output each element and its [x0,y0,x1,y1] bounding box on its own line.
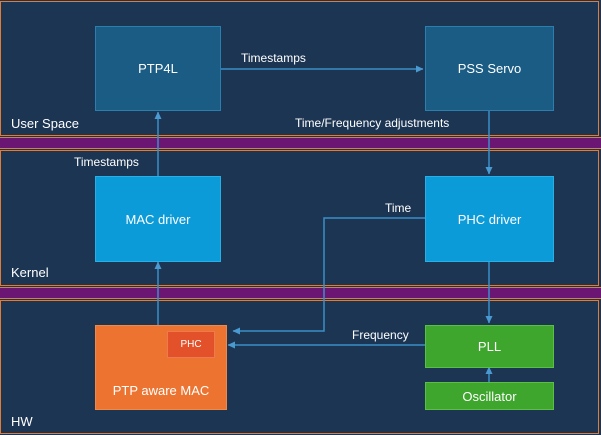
mac-driver-label: MAC driver [125,211,191,227]
phc-driver-label: PHC driver [457,211,522,227]
pll-label: PLL [477,339,502,354]
oscillator-box: Oscillator [425,382,554,410]
hw-label: HW [11,414,33,429]
kernel-label: Kernel [11,265,49,280]
mac-driver-box: MAC driver [95,176,221,262]
phc-driver-box: PHC driver [425,176,554,262]
phc-chip: PHC [167,331,215,358]
edge-label-frequency: Frequency [352,328,409,342]
ptp4l-box: PTP4L [95,26,221,111]
edge-label-time: Time [385,201,412,215]
ptp4l-label: PTP4L [138,61,178,76]
kernel-hw-divider [0,287,601,299]
oscillator-label: Oscillator [462,388,517,404]
user-kernel-divider [0,137,601,149]
user-space-label: User Space [11,116,79,131]
pll-box: PLL [425,325,554,368]
edge-label-timestamps-top: Timestamps [241,51,306,65]
phc-chip-label: PHC [180,339,202,350]
edge-label-timestamps-kernel: Timestamps [74,155,139,169]
pss-servo-label: PSS Servo [457,61,522,76]
edge-label-time-frequency-adjustments: Time/Frequency adjustments [295,116,450,130]
pss-servo-box: PSS Servo [425,26,554,111]
ptp-aware-mac-label: PTP aware MAC [112,383,210,398]
